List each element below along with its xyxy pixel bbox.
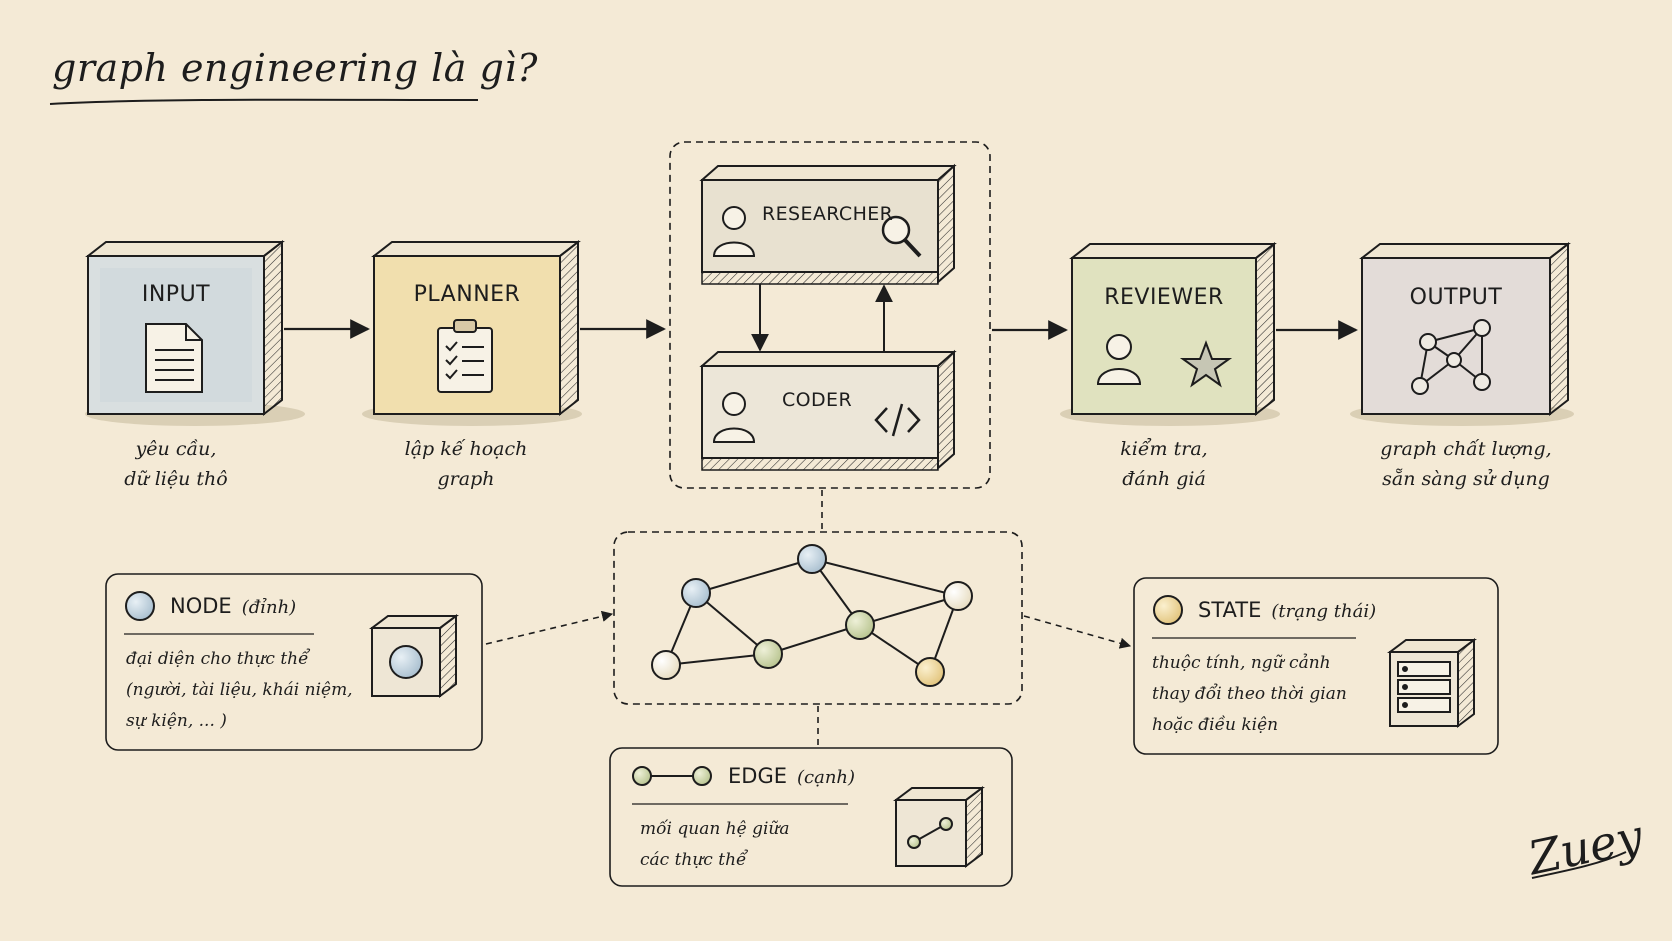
code-icon — [874, 403, 921, 437]
search-icon — [881, 215, 922, 258]
graph-node — [845, 610, 875, 640]
state-legend-frame — [1133, 577, 1499, 755]
connector-graph-to-state — [1023, 615, 1132, 649]
input-caption: yêu cầu,dữ liệu thô — [124, 438, 228, 490]
state-legend-dot — [1153, 595, 1183, 625]
coder-label: CODER — [782, 389, 853, 411]
node-legend-dot — [125, 591, 155, 621]
graph-node — [753, 639, 783, 669]
page-title: graph engineering là gì? — [52, 46, 538, 90]
input-label: INPUT — [141, 282, 211, 307]
output-box — [1350, 241, 1574, 426]
researcher-person-icon — [712, 206, 756, 257]
database-icon — [1387, 638, 1477, 728]
graph-panel-frame — [613, 531, 1023, 705]
reviewer-person-icon — [1096, 334, 1142, 385]
clipboard-icon — [437, 319, 493, 393]
graph-node — [797, 544, 827, 574]
researcher-label: RESEARCHER — [762, 203, 894, 225]
output-caption: graph chất lượng,sẵn sàng sử dụng — [1380, 438, 1552, 490]
edge-legend-symbol — [632, 766, 712, 786]
title-underline — [49, 98, 479, 105]
planner-box — [362, 239, 582, 426]
reviewer-caption: kiểm tra,đánh giá — [1120, 438, 1208, 490]
output-label: OUTPUT — [1409, 285, 1503, 310]
agent-group-frame — [669, 141, 991, 489]
edge-cube-icon — [893, 786, 985, 868]
reviewer-label: REVIEWER — [1104, 285, 1224, 310]
document-icon — [145, 323, 203, 393]
coder-person-icon — [712, 392, 756, 443]
graph-node — [681, 578, 711, 608]
node-legend-desc: đại diện cho thực thể(người, tài liệu, k… — [126, 649, 353, 731]
graph-node — [651, 650, 681, 680]
edge-legend-title: EDGE(cạnh) — [728, 764, 856, 788]
star-icon — [1179, 340, 1233, 388]
graph-node — [943, 581, 973, 611]
reviewer-box — [1060, 241, 1280, 426]
node-cube-icon — [369, 614, 459, 698]
graph-icon — [1411, 319, 1491, 395]
node-legend-frame — [105, 573, 483, 751]
node-legend-title: NODE(đỉnh) — [170, 594, 297, 618]
graph-node — [915, 657, 945, 687]
sample-graph — [651, 544, 973, 687]
state-legend-title: STATE(trạng thái) — [1198, 598, 1377, 622]
planner-label: PLANNER — [413, 282, 521, 307]
signature-flourish — [1531, 851, 1627, 879]
edge-legend-frame — [609, 747, 1013, 887]
connector-node-to-graph — [485, 610, 614, 645]
